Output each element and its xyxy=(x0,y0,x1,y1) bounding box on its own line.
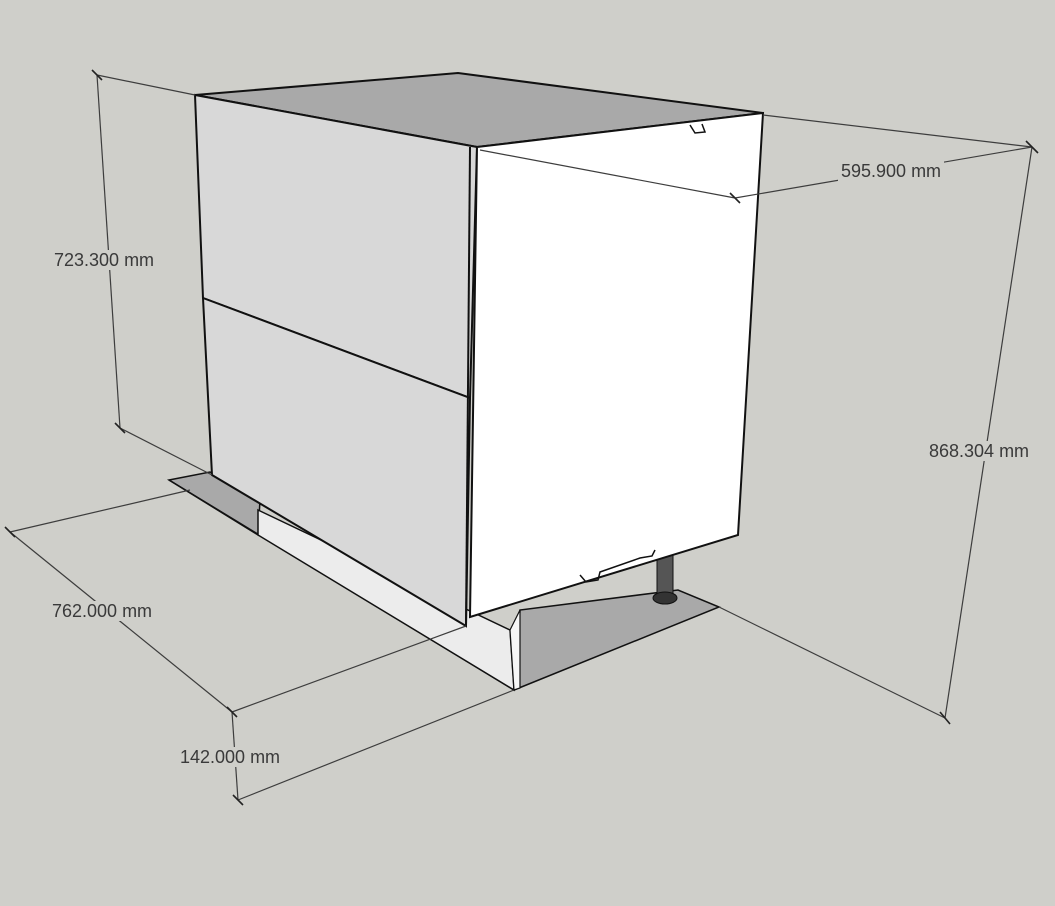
ground-shadow-right xyxy=(513,589,721,692)
side-panel-notch-bottom xyxy=(579,549,656,583)
leg-foot xyxy=(652,591,678,605)
dim-label-plinth-height: 142.000 mm xyxy=(177,747,284,767)
side-panel-notch-top xyxy=(689,123,707,134)
dim-label-overall-height: 868.304 mm xyxy=(926,441,1033,461)
cabinet-corner-edge xyxy=(465,146,471,627)
dim-label-cabinet-height: 723.300 mm xyxy=(51,250,158,270)
dim-ticks xyxy=(4,69,1039,806)
dim-label-depth: 762.000 mm xyxy=(49,601,156,621)
plinth-side xyxy=(509,609,521,691)
dim-label-width: 595.900 mm xyxy=(838,161,945,181)
cabinet-side-panel xyxy=(468,111,765,619)
adjustable-leg xyxy=(656,554,674,598)
